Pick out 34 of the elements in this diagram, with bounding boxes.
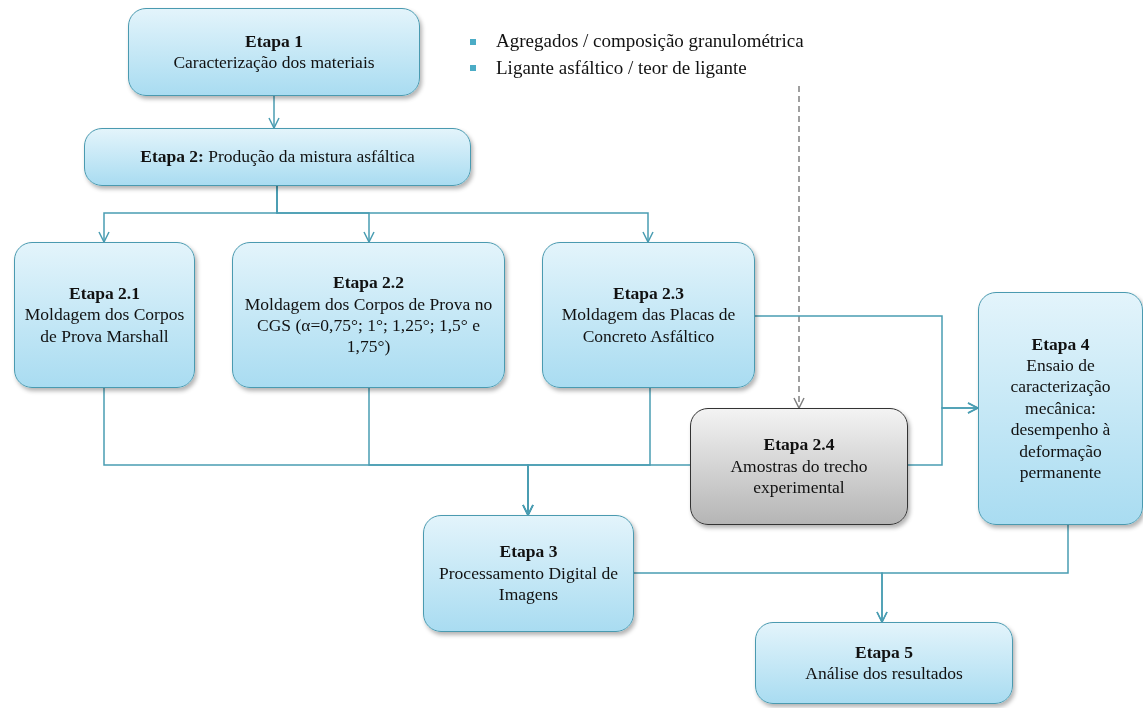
arrow xyxy=(793,85,805,409)
step-description: Caracterização dos materiais xyxy=(173,52,375,74)
step-title: Etapa 2.2 xyxy=(333,272,404,294)
arrow xyxy=(276,185,654,243)
process-box xyxy=(84,128,471,186)
process-box xyxy=(128,8,420,96)
process-box xyxy=(14,242,195,388)
process-box xyxy=(423,515,634,632)
step-title: Etapa 5 xyxy=(855,641,913,663)
process-box xyxy=(542,242,755,388)
step-title: Etapa 2.1 xyxy=(69,283,140,305)
process-box xyxy=(978,292,1143,525)
step-description: Moldagem dos Corpos de Prova Marshall xyxy=(23,304,186,347)
step-description: Análise dos resultados xyxy=(805,663,963,685)
process-box xyxy=(755,622,1013,704)
step-description: Moldagem dos Corpos de Prova no CGS (α=0,75°; 1°; 1,25°; 1,5° e 1,75°) xyxy=(243,293,494,358)
arrow xyxy=(268,95,280,129)
step-title: Etapa 3 xyxy=(499,541,558,563)
arrow xyxy=(522,464,691,516)
process-box xyxy=(232,242,505,388)
step-description: Moldagem das Placas de Concreto Asfáltico xyxy=(560,304,737,347)
list-item: Ligante asfáltico / teor de ligante xyxy=(496,56,747,80)
step-title: Etapa 1 xyxy=(245,30,303,52)
step-title: Etapa 4 xyxy=(1031,333,1090,356)
sample-step-box xyxy=(690,408,908,525)
step-title: Etapa 2: Produção da mistura asfáltica xyxy=(140,146,415,168)
step-description: Amostras do trecho experimental xyxy=(729,455,869,499)
arrow xyxy=(907,402,979,466)
step-description: Ensaio de caracterização mecânica: desempenho à deformação permanente xyxy=(1009,355,1112,484)
arrow xyxy=(876,524,1069,623)
step-description: Processamento Digital de Imagens xyxy=(438,562,619,606)
step-title: Etapa 2.3 xyxy=(613,283,684,305)
step-title: Etapa 2.4 xyxy=(763,434,835,456)
list-item: Agregados / composição granulométrica xyxy=(496,29,804,54)
